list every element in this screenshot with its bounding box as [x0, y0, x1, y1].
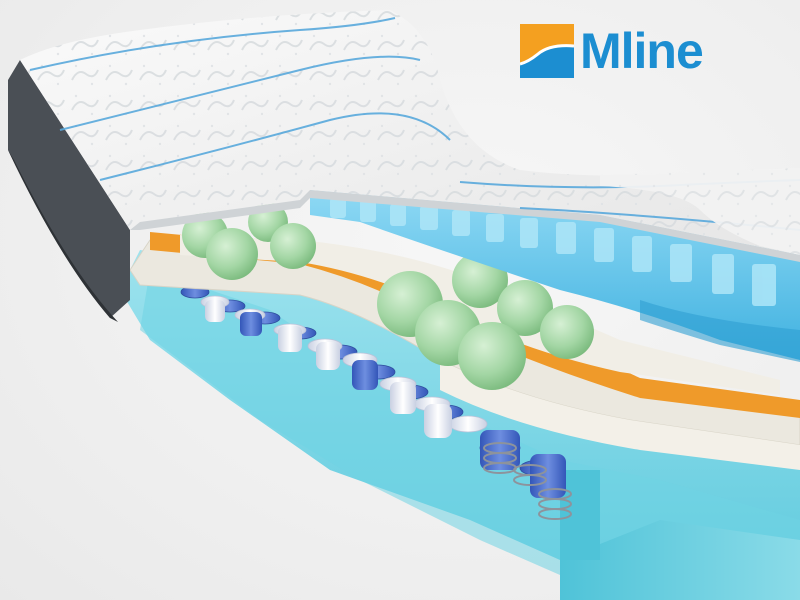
- logo-wordmark: Mline: [580, 23, 704, 79]
- mline-logo-mark-icon: [520, 24, 574, 78]
- brand-logo: Mline: [520, 22, 704, 80]
